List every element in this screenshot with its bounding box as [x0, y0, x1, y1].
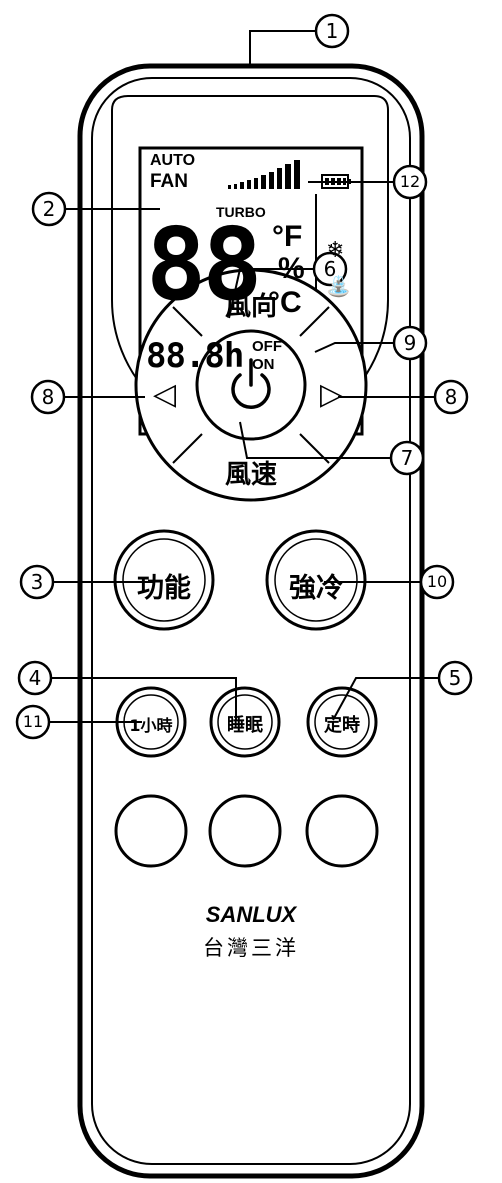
function-button-outer[interactable]: [113, 529, 215, 631]
lcd-turbo-label: TURBO: [216, 204, 266, 220]
lcd-unit-percent: %: [278, 252, 305, 285]
function-button-label[interactable]: 功能: [137, 573, 191, 604]
lcd-off-label: OFF: [252, 338, 282, 355]
callout-circles: [15, 13, 473, 740]
callout-10: 10: [426, 572, 448, 591]
timer-button-label[interactable]: 定時: [324, 715, 360, 736]
blank-button-center[interactable]: [208, 794, 282, 868]
callout-7: 7: [400, 446, 414, 470]
one-hour-button-label[interactable]: 1小時: [129, 716, 173, 735]
brand-subtitle: 台灣三洋: [203, 936, 299, 960]
left-arrow-button[interactable]: ◁: [153, 377, 177, 412]
callout-1: 1: [325, 19, 339, 43]
lcd-fan-label: FAN: [150, 171, 188, 192]
power-icon[interactable]: [231, 358, 271, 409]
timer-button-outer[interactable]: [306, 686, 378, 758]
remote-inner-body: [91, 77, 411, 1165]
callout-6: 6: [323, 257, 337, 281]
lcd-on-label: ON: [252, 356, 275, 373]
sleep-button-inner: [217, 694, 273, 750]
snowflake-icon: ❄: [326, 238, 345, 263]
callout-4: 4: [28, 666, 42, 690]
function-button-inner: [122, 538, 206, 622]
callout-3: 3: [30, 570, 44, 594]
sleep-button-label[interactable]: 睡眠: [227, 715, 263, 736]
dry-mode-icon: ⛲: [326, 274, 351, 298]
brand-logo-text: SANLUX: [205, 902, 297, 927]
lcd-unit-fahrenheit: °F: [272, 220, 303, 253]
lcd-unit-celsius: °C: [268, 286, 302, 319]
lcd-timer-digits: 88.8h: [146, 336, 244, 376]
callout-11: 11: [22, 712, 44, 731]
callout-9: 9: [403, 331, 417, 355]
swing-button[interactable]: 風向: [224, 292, 277, 322]
sleep-button-outer[interactable]: [209, 686, 281, 758]
right-arrow-button[interactable]: ▷: [320, 377, 344, 412]
callout-12: 12: [399, 172, 421, 191]
callout-5: 5: [448, 666, 462, 690]
callout-8-right: 8: [444, 385, 458, 409]
blank-button-left[interactable]: [114, 794, 188, 868]
turbo-cool-button-label[interactable]: 強冷: [289, 573, 343, 604]
callout-8-left: 8: [41, 385, 55, 409]
callout-leaders: [50, 30, 438, 723]
callout-2: 2: [42, 197, 56, 221]
fan-speed-button[interactable]: 風速: [224, 460, 277, 490]
turbo-cool-button-outer[interactable]: [265, 529, 367, 631]
lcd-auto-label: AUTO: [150, 152, 196, 169]
turbo-cool-button-inner: [274, 538, 358, 622]
signal-bars: [228, 160, 300, 189]
blank-button-right[interactable]: [305, 794, 379, 868]
lcd-temperature-digits: 88: [146, 206, 262, 323]
timer-button-inner: [314, 694, 370, 750]
